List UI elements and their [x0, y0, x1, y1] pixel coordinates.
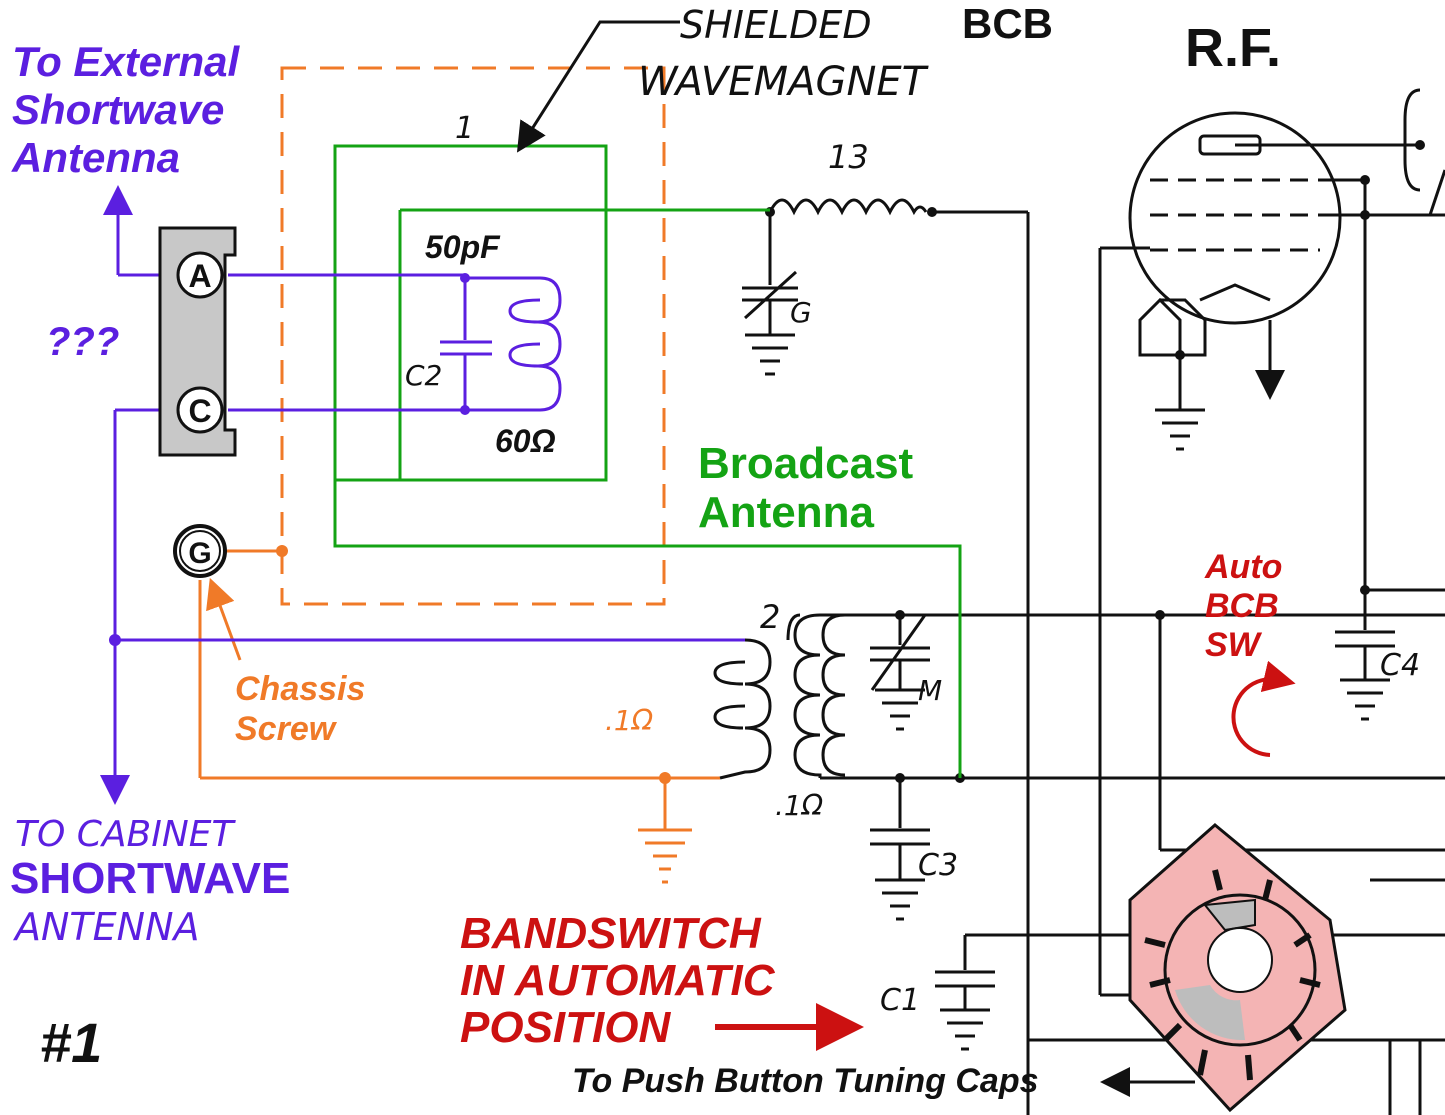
- terminal-g-label: G: [188, 537, 211, 570]
- bandswitch-line3: POSITION: [460, 1003, 671, 1052]
- to-external-line2: Shortwave: [12, 86, 224, 133]
- auto-line1: Auto: [1204, 548, 1282, 586]
- bandswitch-line2: IN AUTOMATIC: [460, 956, 776, 1005]
- to-cabinet-line2: SHORTWAVE: [10, 854, 290, 903]
- cap-g-label: G: [790, 296, 812, 329]
- resistor-01-a-label: .1Ω: [605, 704, 654, 737]
- loop-1-label: 1: [455, 111, 474, 146]
- shield-enclosure: [280, 66, 666, 606]
- c3-label: C3: [918, 848, 958, 883]
- to-cabinet-line3: ANTENNA: [12, 905, 200, 949]
- transformer-2-label: 2: [760, 598, 780, 636]
- purple-labels: To External Shortwave Antenna ??? TO CAB…: [10, 38, 290, 949]
- red-labels: Auto BCB SW BANDSWITCH IN AUTOMATIC POSI…: [460, 548, 1282, 1052]
- chassis-line2: Screw: [235, 710, 338, 748]
- coil-13-label: 13: [828, 138, 869, 176]
- auto-line3: SW: [1205, 626, 1263, 664]
- terminal-a: [176, 251, 224, 299]
- rotate-arrow-icon: [1231, 660, 1296, 757]
- bandswitch: [1128, 823, 1347, 1113]
- broadcast-line1: Broadcast: [698, 439, 914, 488]
- terminal-block: [158, 226, 237, 578]
- to-external-line1: To External: [12, 38, 240, 85]
- tube-rf: [1128, 111, 1342, 325]
- black-labels: SHIELDED BCB WAVEMAGNET R.F. 50pF 60Ω C2…: [405, 0, 1420, 1100]
- broadcast-loop: [333, 144, 962, 778]
- c2-label: C2: [405, 359, 442, 392]
- c1-label: C1: [880, 983, 920, 1018]
- figure-number: #1: [40, 1011, 102, 1074]
- to-cabinet-line1: TO CABINET: [15, 814, 237, 855]
- shielded-text: SHIELDED: [680, 3, 872, 47]
- chassis-line1: Chassis: [235, 670, 365, 708]
- coil-13: [768, 198, 928, 216]
- bandswitch-line1: BANDSWITCH: [460, 909, 762, 958]
- black-junctions: [765, 140, 1425, 783]
- terminal-c-label: C: [188, 393, 211, 429]
- question-marks: ???: [46, 320, 119, 364]
- rf-label: R.F.: [1185, 18, 1281, 78]
- resistor-01-b-label: .1Ω: [775, 789, 824, 822]
- terminal-g: [173, 524, 227, 578]
- auto-line2: BCB: [1205, 587, 1279, 625]
- terminal-c: [176, 386, 224, 434]
- shielded-pointer-arrow: [516, 20, 680, 153]
- c4-label: C4: [1380, 648, 1420, 683]
- shielded-bcb-text: BCB: [962, 0, 1053, 47]
- green-labels: Broadcast Antenna: [698, 439, 914, 537]
- transformer-2: [713, 613, 822, 780]
- cap-50pf-label: 50pF: [425, 229, 501, 265]
- push-button-text: To Push Button Tuning Caps: [572, 1062, 1039, 1100]
- coil-60ohm-label: 60Ω: [495, 423, 556, 459]
- terminal-a-label: A: [188, 258, 211, 294]
- to-external-line3: Antenna: [11, 134, 180, 181]
- orange-labels: Chassis Screw .1Ω: [235, 670, 654, 748]
- broadcast-line2: Antenna: [698, 488, 875, 537]
- chassis-wiring: [198, 549, 720, 884]
- cap-m-label: M: [918, 674, 942, 707]
- black-wiring: [742, 88, 1445, 1115]
- wavemagnet-text: WAVEMAGNET: [638, 59, 930, 105]
